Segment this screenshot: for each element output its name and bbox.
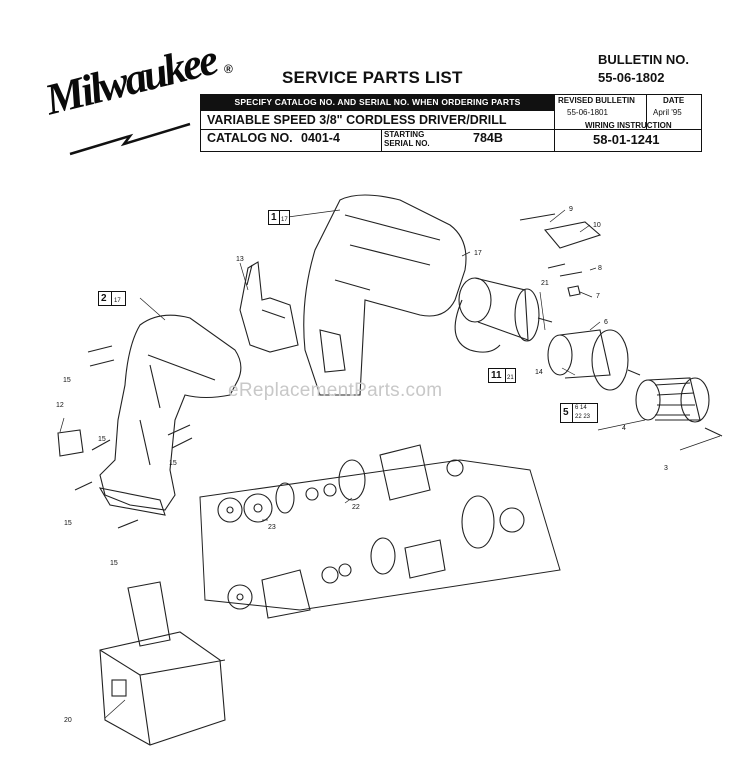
battery-pack [99,581,226,746]
bulletin-number: 55-06-1802 [598,70,665,85]
transmission-assembly-frame [199,459,561,611]
kit-box-11: 11 21 [488,368,516,383]
callout-3: 3 [664,465,668,472]
divider [554,95,555,151]
callout-22: 22 [352,504,360,511]
callout-14: 14 [535,369,543,376]
callout-15: 15 [169,460,177,467]
callout-4: 4 [622,425,626,432]
watermark: eReplacementParts.com [228,380,443,401]
kit-box-subpart: 21 [507,375,514,381]
revised-bulletin-label: REVISED BULLETIN [558,96,635,105]
divider [505,369,506,382]
housing-screws [74,345,193,529]
serial-label: STARTING SERIAL NO. [384,130,430,148]
callout-8: 8 [598,265,602,272]
callout-6: 6 [604,319,608,326]
catalog-number: 0401-4 [301,131,340,145]
divider [201,110,554,111]
divider [646,95,647,129]
date-label: DATE [663,96,685,105]
bulletin-label: BULLETIN NO. [598,52,689,67]
kit-box-1: 1 17 [268,210,290,225]
callout-7: 7 [596,293,600,300]
date-value: April '95 [653,108,682,117]
divider [279,211,280,224]
callout-21: 21 [541,280,549,287]
callout-15: 15 [63,377,71,384]
callout-20: 20 [64,717,72,724]
gear-case [547,329,641,391]
catalog-label: CATALOG NO. [207,131,293,145]
callout-13: 13 [236,256,244,263]
kit-box-subpart: 6 14 [575,405,587,411]
leader-lines [59,209,721,719]
callout-12: 12 [56,402,64,409]
kit-box-number: 11 [491,370,502,381]
switch [239,261,299,353]
registered-mark: ® [224,62,233,76]
transmission-parts [217,444,525,619]
product-name: VARIABLE SPEED 3/8" CORDLESS DRIVER/DRIL… [207,113,507,127]
divider [201,129,701,130]
brand-logo: Milwaukee ® [40,35,233,168]
kit-box-number: 5 [563,407,569,418]
kit-box-subpart: 17 [281,217,288,223]
housing-half-right [303,194,467,396]
serial-number: 784B [473,131,503,145]
callout-10: 10 [593,222,601,229]
divider [111,292,112,305]
kit-box-2: 2 17 [98,291,126,306]
callout-15: 15 [98,436,106,443]
motor [454,277,553,353]
chuck [635,377,710,423]
callout-17: 17 [474,250,482,257]
ordering-instruction: SPECIFY CATALOG NO. AND SERIAL NO. WHEN … [201,95,554,110]
callout-23: 23 [268,524,276,531]
kit-box-5: 5 6 14 22 23 [560,403,598,423]
header-table: SPECIFY CATALOG NO. AND SERIAL NO. WHEN … [200,94,702,152]
wiring-instruction-label: WIRING INSTRUCTION [585,121,672,130]
serial-label-line1: STARTING [384,130,425,139]
nameplate [57,429,84,457]
housing-half-left [98,314,242,516]
kit-box-number: 2 [101,293,107,304]
callout-9: 9 [569,206,573,213]
kit-box-subpart: 22 23 [575,414,591,420]
brush-holder [519,213,602,297]
serial-label-line2: SERIAL NO. [384,139,430,148]
divider [572,404,573,422]
kit-box-number: 1 [271,212,277,223]
callout-15: 15 [64,520,72,527]
wiring-instruction-number: 58-01-1241 [593,132,660,147]
logo-lightning-icon [69,122,191,156]
callout-15: 15 [110,560,118,567]
chuck-screw [704,427,723,437]
kit-box-subpart: 17 [114,298,121,304]
revised-bulletin-number: 55-06-1801 [567,108,608,117]
divider [381,129,382,151]
document-title: SERVICE PARTS LIST [282,68,463,87]
